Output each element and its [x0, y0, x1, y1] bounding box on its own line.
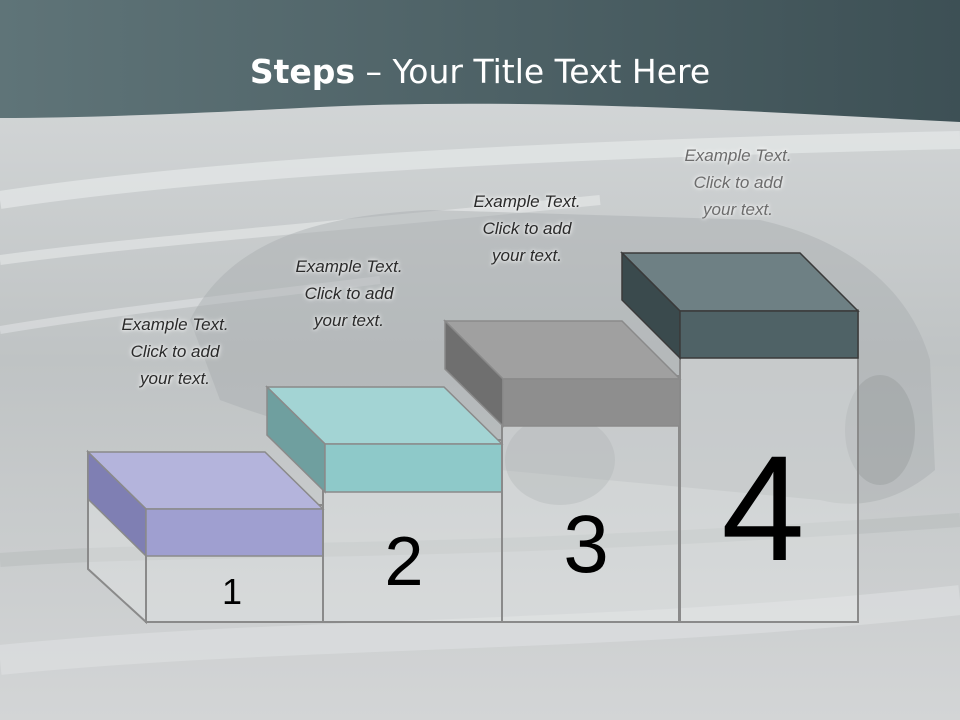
caption-line: your text. [140, 369, 210, 388]
step-1-caption[interactable]: Example Text. Click to add your text. [90, 311, 260, 392]
caption-line: Example Text. [295, 257, 403, 276]
caption-line: your text. [492, 246, 562, 265]
step-2-caption[interactable]: Example Text. Click to add your text. [264, 253, 434, 334]
title-bold: Steps [249, 52, 356, 91]
step-number-2: 2 [385, 522, 424, 600]
caption-line: Click to add [482, 219, 572, 238]
step-4-caption[interactable]: Example Text. Click to add your text. [653, 142, 823, 223]
caption-line: your text. [314, 311, 384, 330]
slide-title[interactable]: Steps – Your Title Text Here [0, 52, 960, 91]
caption-line: Click to add [304, 284, 394, 303]
caption-line: Example Text. [121, 315, 229, 334]
step-1[interactable]: 1 [86, 449, 325, 625]
step-4[interactable]: 4 [620, 251, 860, 623]
caption-line: Example Text. [684, 146, 792, 165]
caption-line: Click to add [130, 342, 220, 361]
step-number-1: 1 [222, 571, 242, 612]
step-number-3: 3 [563, 499, 609, 590]
caption-line: your text. [703, 200, 773, 219]
title-rest: – Your Title Text Here [355, 52, 711, 91]
step-2[interactable]: 2 [265, 385, 504, 623]
step-3[interactable]: 3 [443, 319, 682, 623]
step-3-caption[interactable]: Example Text. Click to add your text. [442, 188, 612, 269]
step-number-4: 4 [721, 424, 804, 592]
caption-line: Click to add [693, 173, 783, 192]
caption-line: Example Text. [473, 192, 581, 211]
